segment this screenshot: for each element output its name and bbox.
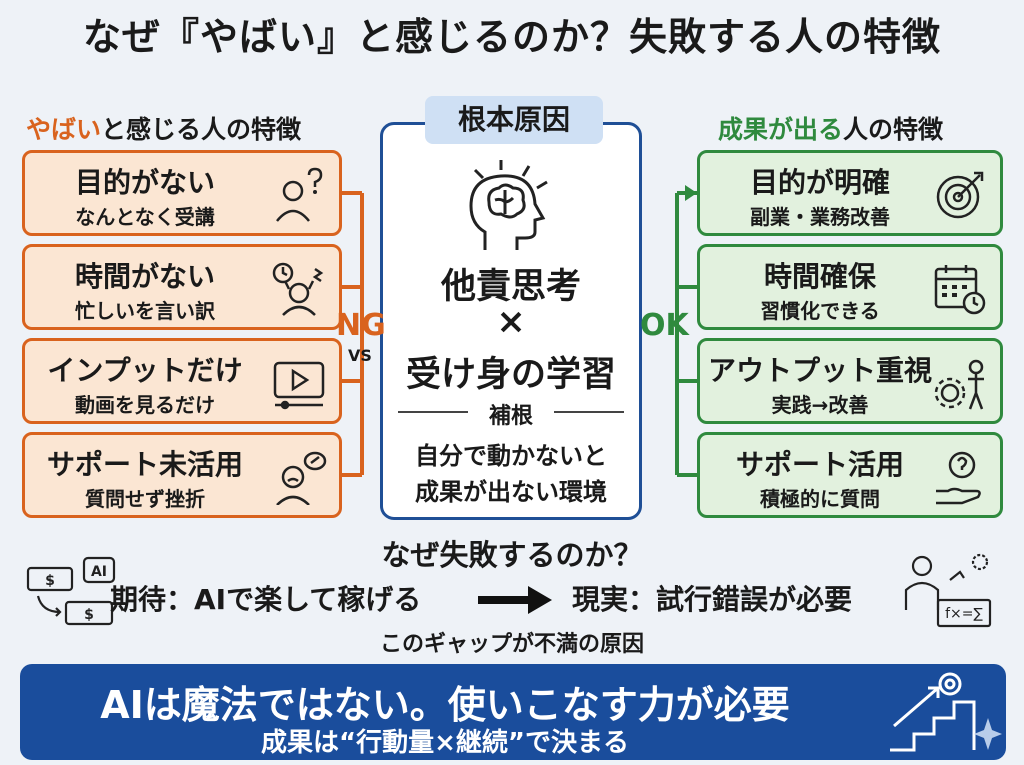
money-ai-icon: $ $ AI	[26, 556, 116, 626]
page-title: なぜ『やばい』と感じるのか？失敗する人の特徴	[82, 15, 941, 59]
conclusion-banner: AIは魔法ではない。使いこなす力が必要 成果は“行動量×継続”で決まる	[20, 664, 1006, 760]
calendar-clock-icon	[934, 265, 986, 315]
left-card-title: サポート未活用	[46, 448, 243, 481]
svg-text:$: $	[45, 573, 55, 589]
supplement-line1: 自分で動かないと	[415, 442, 607, 470]
right-header-highlight: 成果が出る	[718, 115, 844, 144]
banner-line1: AIは魔法ではない。使いこなす力が必要	[100, 683, 790, 727]
banner-line2: 成果は“行動量×継続”で決まる	[261, 728, 629, 758]
brain-head-icon	[469, 160, 548, 250]
vs-label: VS	[348, 346, 372, 365]
left-card-subtitle: 忙しいを言い訳	[75, 299, 215, 323]
ok-label: OK	[640, 308, 689, 343]
right-column-header: 成果が出る人の特徴	[718, 110, 943, 146]
gap-text: このギャップが不満の原因	[379, 632, 644, 657]
video-player-icon	[273, 361, 325, 410]
svg-text:$: $	[84, 607, 94, 623]
supplement-divider-right	[554, 411, 624, 413]
frustrated-person-icon	[276, 451, 327, 505]
root-cause-line1: 他責思考	[440, 267, 581, 307]
left-card-title: インプットだけ	[47, 354, 243, 387]
left-card-subtitle: 質問せず挫折	[85, 487, 205, 511]
right-card-subtitle: 積極的に質問	[760, 487, 880, 511]
left-header-rest: と感じる人の特徴	[101, 115, 302, 144]
stressed-clock-icon	[272, 262, 324, 316]
why-fail-question: なぜ失敗するのか？	[381, 538, 643, 572]
right-card-title: サポート活用	[735, 448, 904, 481]
person-formula-icon: f×=∑	[904, 553, 992, 628]
right-card-subtitle: 実践→改善	[771, 393, 869, 417]
target-icon	[936, 171, 984, 219]
ai-badge: AI	[91, 564, 107, 580]
root-cause-label: 根本原因	[425, 96, 603, 144]
ng-label: NG	[336, 308, 386, 343]
right-card-clear-purpose: 目的が明確 副業・業務改善	[697, 150, 1003, 236]
right-card-title: 時間確保	[763, 260, 876, 293]
right-card-subtitle: 習慣化できる	[760, 299, 880, 323]
right-card-time-secured: 時間確保 習慣化できる	[697, 244, 1003, 330]
right-card-subtitle: 副業・業務改善	[750, 205, 890, 229]
right-card-title: アウトプット重視	[707, 354, 932, 387]
root-cause-line2: 受け身の学習	[405, 355, 616, 395]
stairs-target-icon	[890, 672, 1002, 752]
left-card-no-time: 時間がない 忙しいを言い訳	[22, 244, 342, 330]
left-card-no-purpose: 目的がない なんとなく受講	[22, 150, 342, 236]
right-card-output-focus: アウトプット重視 実践→改善	[697, 338, 1003, 424]
right-card-support-used: サポート活用 積極的に質問	[697, 432, 1003, 518]
left-header-highlight: やばい	[26, 115, 102, 144]
left-card-input-only: インプットだけ 動画を見るだけ	[22, 338, 342, 424]
left-card-subtitle: 動画を見るだけ	[75, 393, 215, 417]
confused-person-icon	[276, 167, 323, 222]
root-cause-times: ×	[496, 302, 526, 342]
supplement-line2: 成果が出ない環境	[415, 478, 607, 506]
left-column-header: やばいと感じる人の特徴	[26, 110, 301, 146]
supplement-label: 補根	[488, 404, 533, 429]
formula-text: f×=∑	[945, 606, 983, 622]
right-arrow-icon	[478, 586, 552, 614]
left-card-title: 目的がない	[74, 166, 215, 199]
left-card-title: 時間がない	[74, 260, 215, 293]
expectation-text: 期待：AIで楽して稼げる	[110, 583, 422, 616]
right-card-title: 目的が明確	[749, 166, 890, 199]
reality-text: 現実：試行錯誤が必要	[572, 583, 853, 616]
left-card-support-unused: サポート未活用 質問せず挫折	[22, 432, 342, 518]
supplement-divider-left	[398, 411, 468, 413]
help-hand-icon	[936, 451, 981, 505]
left-card-subtitle: なんとなく受講	[75, 205, 215, 229]
right-header-rest: 人の特徴	[843, 115, 944, 144]
gear-person-icon	[934, 359, 984, 410]
